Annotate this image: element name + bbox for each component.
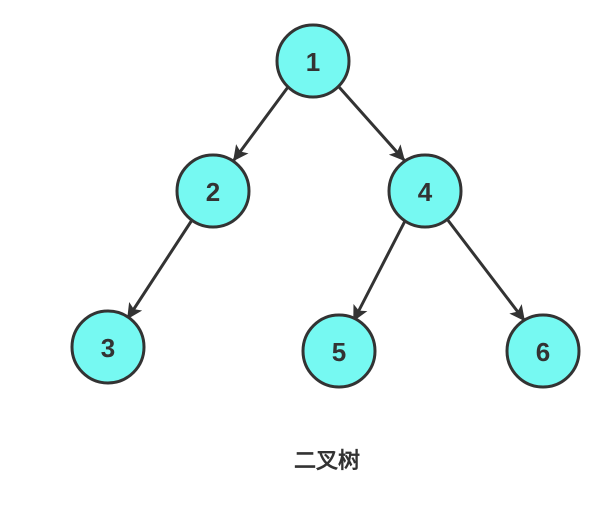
figure-caption: 二叉树 — [294, 448, 360, 473]
edge-1-to-2 — [232, 85, 290, 162]
tree-node-1[interactable]: 1 — [275, 23, 351, 99]
tree-node-6[interactable]: 6 — [505, 313, 581, 389]
tree-node-2[interactable]: 2 — [175, 153, 251, 229]
node-label-5: 5 — [332, 337, 346, 367]
node-label-4: 4 — [418, 177, 433, 207]
node-circle-2[interactable] — [175, 153, 251, 229]
node-circle-5[interactable] — [301, 313, 377, 389]
node-label-2: 2 — [206, 177, 220, 207]
node-label-3: 3 — [101, 333, 115, 363]
node-label-6: 6 — [536, 337, 550, 367]
nodes-group: 1 2 4 3 5 6 — [70, 23, 581, 389]
edge-4-to-5 — [352, 217, 408, 322]
node-circle-6[interactable] — [505, 313, 581, 389]
tree-node-3[interactable]: 3 — [70, 309, 146, 385]
edge-4-to-6 — [445, 217, 526, 322]
edges-group — [126, 85, 526, 322]
node-label-1: 1 — [306, 47, 320, 77]
tree-node-5[interactable]: 5 — [301, 313, 377, 389]
node-circle-3[interactable] — [70, 309, 146, 385]
edge-1-to-4 — [337, 85, 406, 162]
tree-node-4[interactable]: 4 — [387, 153, 463, 229]
node-circle-1[interactable] — [275, 23, 351, 99]
node-circle-4[interactable] — [387, 153, 463, 229]
edge-2-to-3 — [126, 218, 194, 320]
